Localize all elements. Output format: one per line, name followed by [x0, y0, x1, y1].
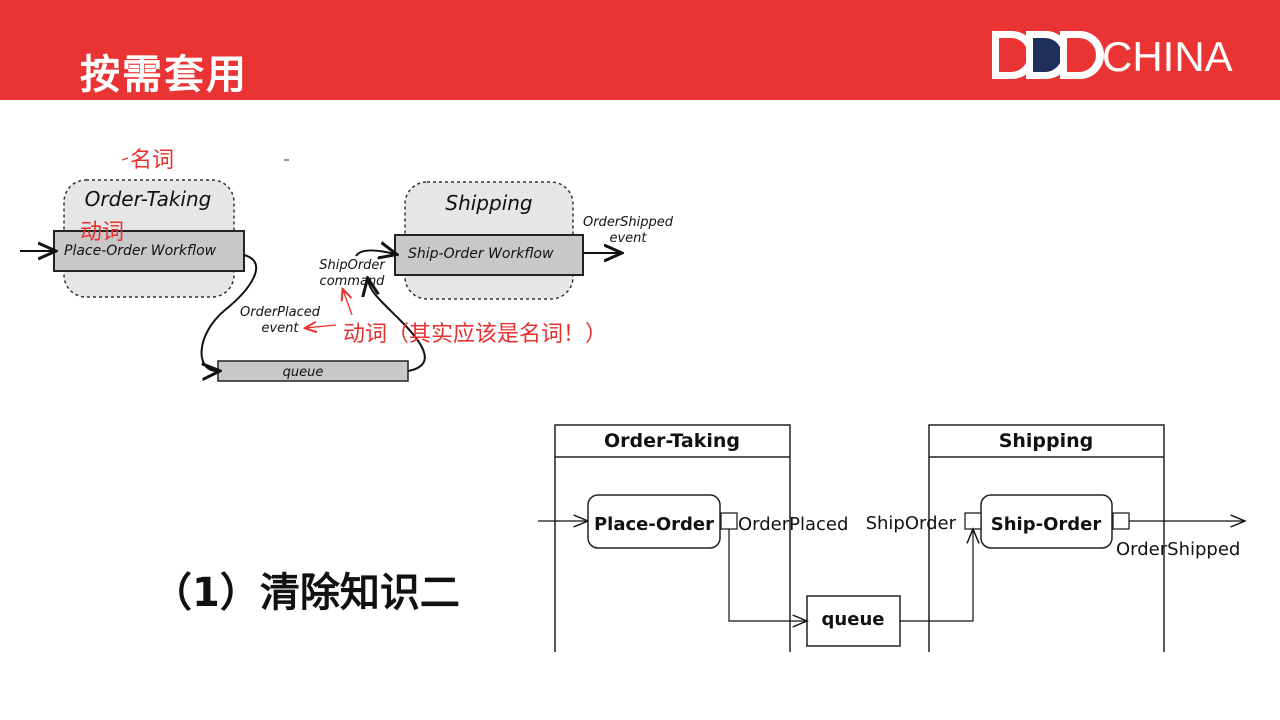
logo-d3	[1060, 31, 1104, 79]
sketch-event-out-line1: OrderShipped	[583, 215, 674, 230]
dddchina-logo	[992, 31, 1104, 79]
page-title: 按需套用	[80, 52, 248, 98]
context-shipping	[928, 424, 1165, 652]
annotation-noun: 名词	[130, 148, 175, 173]
port-order-placed-label: OrderPlaced	[738, 514, 848, 535]
sketch-red-arrow-command	[343, 290, 353, 316]
queue-label: queue	[822, 609, 885, 630]
flow-from-queue	[900, 529, 973, 622]
logo-d1	[992, 31, 1036, 79]
sketch-context-order-taking-label: Order-Taking	[85, 187, 212, 211]
sketch-diagram: Order-Taking Place-Order Workflow Shippi…	[20, 157, 674, 382]
workflow-place-order	[587, 494, 721, 549]
context-order-taking-title: Order-Taking	[604, 430, 740, 452]
sketch-red-tick	[121, 157, 129, 161]
sketch-command-line1: ShipOrder	[319, 258, 386, 273]
sketch-event-out-line2: event	[609, 231, 647, 246]
section-subtitle: （1）清除知识二	[152, 570, 460, 616]
output-label: OrderShipped	[1116, 539, 1240, 560]
workflow-place-order-label: Place-Order	[594, 514, 714, 535]
port-ship-order	[964, 512, 982, 530]
sketch-workflow-ship-order-label: Ship-Order Workflow	[408, 246, 554, 262]
logo-d2	[1026, 31, 1070, 79]
sketch-workflow-place-order-label: Place-Order Workflow	[64, 243, 217, 259]
port-ship-order-label: ShipOrder	[866, 513, 957, 534]
sketch-flow-from-queue	[368, 280, 426, 372]
port-order-placed	[720, 512, 738, 530]
sketch-flow-to-queue	[200, 254, 258, 371]
sketch-red-arrow-placed	[306, 325, 337, 328]
sketch-workflow-ship-order	[394, 234, 584, 276]
context-shipping-title: Shipping	[999, 430, 1094, 452]
port-order-shipped	[1112, 512, 1130, 530]
context-order-taking	[554, 424, 791, 652]
sketch-workflow-place-order	[53, 230, 245, 272]
sketch-context-shipping-label: Shipping	[445, 191, 532, 215]
sketch-queue-label: queue	[283, 365, 324, 380]
sketch-command-arrow	[355, 250, 395, 256]
logo-text: CHINA	[1102, 33, 1233, 80]
sketch-placed-line2: event	[261, 321, 299, 336]
annotation-verb-note: 动词（其实应该是名词！）	[343, 322, 608, 347]
sketch-command-line2: command	[320, 274, 386, 289]
annotation-verb: 动词	[80, 220, 125, 245]
workflow-ship-order-label: Ship-Order	[991, 514, 1102, 535]
flow-to-queue	[728, 529, 807, 621]
clean-diagram: Order-Taking Shipping Place-Order OrderP…	[538, 424, 1260, 652]
sketch-placed-line1: OrderPlaced	[240, 305, 321, 320]
queue-box	[806, 595, 901, 647]
